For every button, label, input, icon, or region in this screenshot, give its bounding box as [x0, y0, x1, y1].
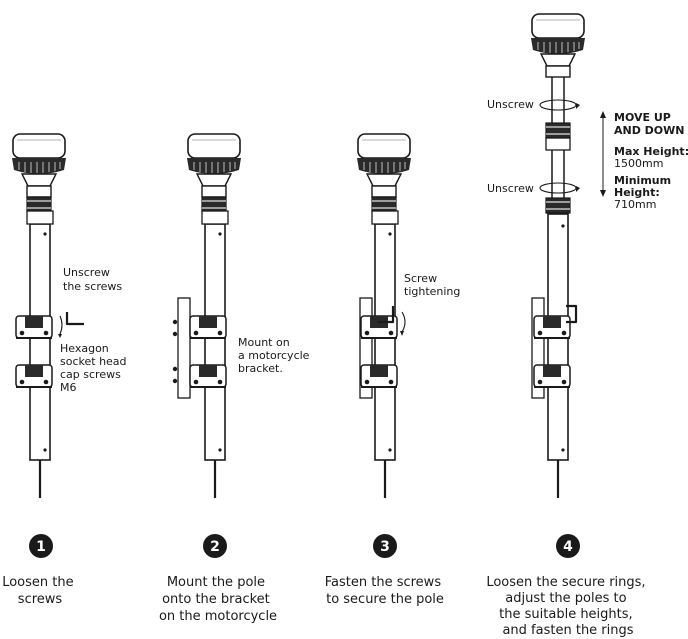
clamp-lower [533, 364, 571, 388]
clamp-upper [533, 315, 571, 339]
unscrew-callout: Unscrew the screws [63, 266, 122, 293]
clamp-upper [189, 315, 227, 339]
step-badge-3: 3 [373, 534, 397, 558]
move-callout: MOVE UP AND DOWN [614, 111, 685, 137]
max-height-value: 1500mm [614, 157, 663, 170]
clamp-lower [360, 364, 398, 388]
min-height-value: 710mm [614, 198, 656, 211]
step-2-caption: Mount the pole onto the bracket on the m… [159, 575, 277, 624]
secure-ring-upper [545, 122, 571, 139]
step-3-illustration [356, 133, 412, 498]
unscrew-bottom-callout: Unscrew [487, 182, 534, 195]
step-badge-1: 1 [29, 534, 53, 558]
bracket-plate [177, 297, 191, 399]
rotate-arrow-icon [401, 311, 406, 333]
clamp-upper [360, 315, 398, 339]
pole [204, 223, 226, 461]
hexagon-callout: Hexagon socket head cap screws M6 [60, 342, 130, 394]
light-head [11, 133, 67, 198]
pole [374, 223, 396, 461]
secure-ring [201, 196, 227, 213]
light-head [186, 133, 242, 198]
step-3-caption: Fasten the screws to secure the pole [325, 575, 445, 607]
step-1-illustration [11, 133, 84, 498]
step-badge-4: 4 [556, 534, 580, 558]
step-badge-2: 2 [203, 534, 227, 558]
secure-ring-lower [545, 197, 571, 214]
secure-ring [26, 196, 52, 213]
max-height-label: Max Height: [614, 145, 688, 158]
svg-text:1: 1 [36, 539, 46, 555]
secure-ring [371, 196, 397, 213]
screw-callout: Screw tightening [404, 272, 460, 298]
svg-text:3: 3 [380, 539, 390, 555]
step-1-caption: Loosen the screws [2, 575, 78, 607]
light-head [530, 13, 586, 78]
hex-key-icon [65, 312, 84, 326]
hex-key-icon [378, 306, 395, 324]
pole [29, 223, 51, 461]
clamp-lower [189, 364, 227, 388]
step-4-caption: Loosen the secure rings, adjust the pole… [486, 575, 649, 638]
clamp-upper [15, 315, 53, 339]
mount-callout: Mount on a motorcycle bracket. [238, 336, 313, 375]
step-4-illustration [530, 13, 606, 498]
svg-text:4: 4 [563, 539, 573, 555]
min-height-label: Minimum Height: [614, 174, 675, 199]
step-2-illustration [172, 133, 242, 498]
svg-text:2: 2 [210, 539, 220, 555]
light-head [356, 133, 412, 198]
clamp-lower [15, 364, 53, 388]
hex-key-icon [566, 304, 578, 324]
unscrew-top-callout: Unscrew [487, 98, 534, 111]
